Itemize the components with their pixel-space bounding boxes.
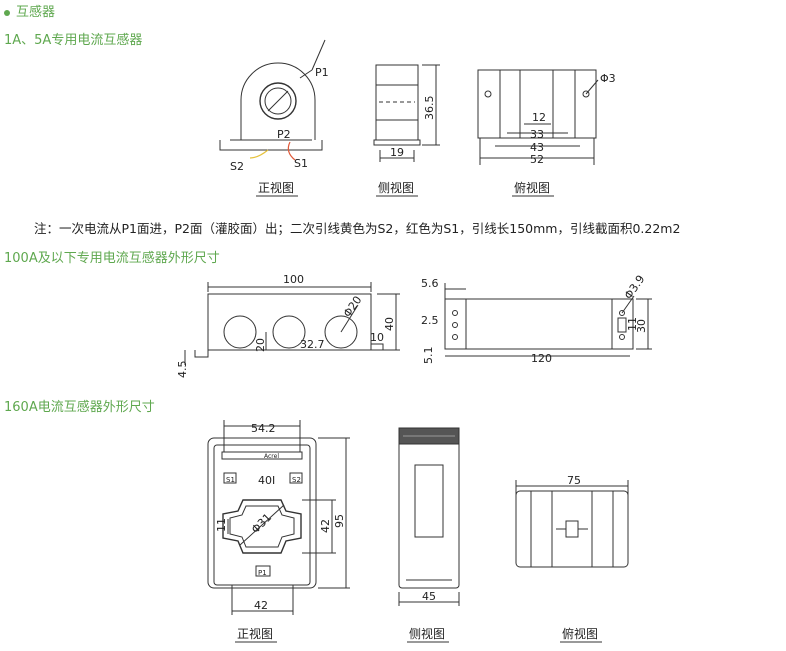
fig3-dim-11: 11 — [215, 518, 228, 532]
fig1-front-view — [219, 39, 326, 161]
fig3-dim-42-bottom: 42 — [254, 599, 268, 612]
fig1-label-s1: S1 — [294, 157, 308, 170]
fig2-front-view — [184, 282, 400, 365]
fig2-dim-120: 120 — [531, 352, 552, 365]
fig2-dim-pitch: 32.7 — [300, 338, 325, 351]
fig1-front-caption: 正视图 — [258, 180, 294, 195]
fig1-top-view — [477, 69, 599, 165]
fig2-dim-11: 11 — [626, 317, 639, 331]
heading-100a: 100A及以下专用电流互感器外形尺寸 — [4, 251, 220, 266]
fig2-dim-4-5: 4.5 — [176, 361, 189, 379]
fig2-dim-2-5: 2.5 — [421, 314, 439, 327]
fig1-side-caption: 侧视图 — [378, 180, 414, 195]
fig3-front-caption: 正视图 — [237, 626, 273, 641]
fig2-dim-tab: 10 — [370, 331, 384, 344]
fig2-top-view — [444, 283, 652, 357]
fig3-side-view — [398, 427, 460, 606]
fig3-label-s2: S2 — [292, 476, 301, 484]
fig2-dim-40: 40 — [383, 317, 396, 331]
heading-160a: 160A电流互感器外形尺寸 — [4, 400, 155, 415]
heading-1a-5a: 1A、5A专用电流互感器 — [4, 33, 143, 48]
fig3-dim-40: 40I — [258, 474, 275, 487]
fig2-dim-5-6: 5.6 — [421, 277, 439, 290]
fig1-label-p1: P1 — [315, 66, 329, 79]
fig3-dim-75: 75 — [567, 474, 581, 487]
fig3-dim-42-right: 42 — [319, 519, 332, 533]
fig1-dim-36-5: 36.5 — [423, 96, 436, 121]
fig3-dim-54-2: 54.2 — [251, 422, 276, 435]
fig1-dim-33: 33 — [530, 128, 544, 141]
fig1-label-p2: P2 — [277, 128, 291, 141]
fig3-side-caption: 侧视图 — [409, 626, 445, 641]
fig3-front-view — [207, 420, 350, 615]
section-title: 互感器 — [4, 1, 55, 20]
fig3-dim-dia31: Φ31 — [249, 511, 274, 536]
fig3-top-caption: 俯视图 — [562, 626, 598, 641]
bullet-dot-icon — [4, 9, 10, 16]
fig1-dim-hole: Φ3 — [600, 72, 616, 85]
fig2-dim-30: 30 — [635, 319, 648, 333]
fig1-dim-12: 12 — [532, 111, 546, 124]
fig1-label-s2: S2 — [230, 160, 244, 173]
fig2-dim-dia: Φ20 — [341, 294, 365, 320]
fig3-brand-logo: Acrel — [264, 453, 279, 460]
fig1-dim-43: 43 — [530, 141, 544, 154]
fig2-dim-hole: Φ3.9 — [622, 273, 648, 302]
fig3-label-s1: S1 — [226, 476, 235, 484]
fig1-dim-52: 52 — [530, 153, 544, 166]
wiring-note: 注：一次电流从P1面进，P2面（灌胶面）出；二次引线黄色为S2，红色为S1，引线… — [34, 221, 681, 236]
fig2-dim-100: 100 — [283, 273, 304, 286]
fig1-side-view — [373, 64, 440, 162]
fig3-label-p1: P1 — [258, 569, 267, 577]
fig1-dim-19: 19 — [390, 146, 404, 159]
fig3-dim-45: 45 — [422, 590, 436, 603]
fig2-dim-20: 20 — [254, 338, 267, 352]
fig1-top-caption: 俯视图 — [514, 180, 550, 195]
fig3-top-view — [515, 480, 629, 568]
fig3-dim-95: 95 — [333, 514, 346, 528]
fig2-dim-5-1: 5.1 — [422, 347, 435, 365]
